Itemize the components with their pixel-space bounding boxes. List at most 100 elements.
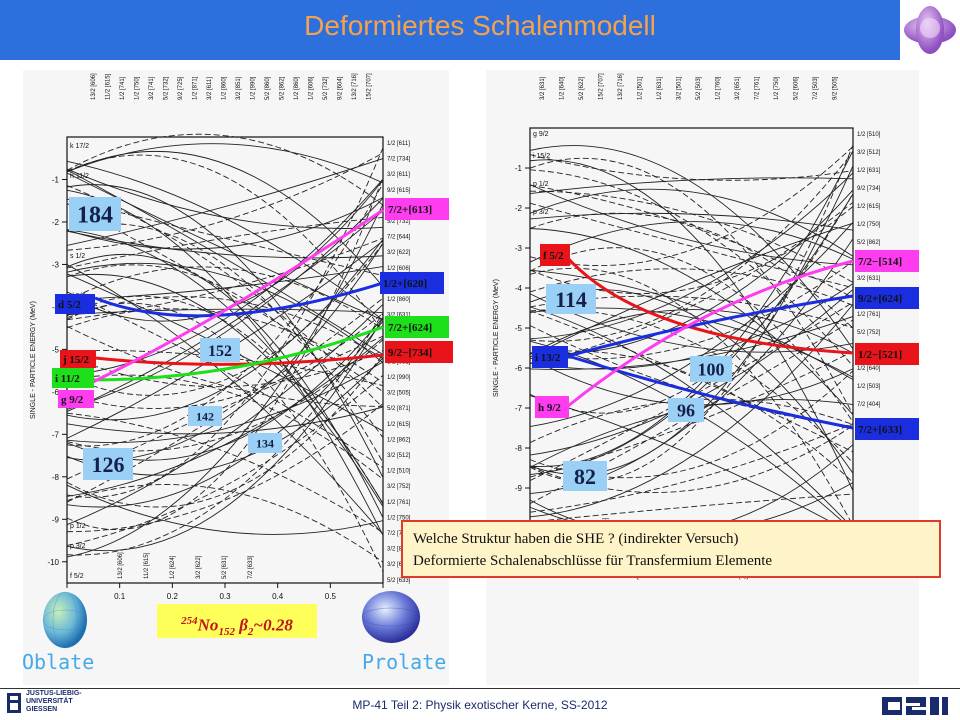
left-level-line	[66, 339, 384, 452]
left-right-orbital-label: 1/2 [862]	[387, 437, 411, 443]
left-level-line	[66, 262, 384, 364]
left-top-orbital-label: 11/2 [615]	[106, 73, 112, 100]
right-level-line	[529, 159, 854, 491]
right-top-orbital-label: 15/2 [707]	[599, 73, 605, 100]
right-level-line	[529, 228, 854, 416]
left-right-orbital-label: 5/2 [871]	[387, 406, 411, 412]
left-tag-9-2-734-box	[385, 341, 453, 363]
right-right-orbital-label: 1/2 [503]	[857, 384, 881, 390]
right-right-orbital-label: 3/2 [512]	[857, 150, 881, 156]
magic-100-label: 100	[698, 359, 725, 379]
magic-142-label: 142	[196, 409, 214, 423]
right-level-line	[529, 423, 854, 513]
right-tag-7-2-514-box	[855, 250, 919, 272]
right-orbital-f52-label: f 5/2	[543, 250, 564, 262]
left-top-orbital-label: 5/2 [732]	[323, 76, 329, 100]
question-callout: Welche Struktur haben die SHE ? (indirek…	[401, 520, 941, 578]
right-level-line	[529, 306, 854, 529]
left-top-orbital-label: 13/2 [716]	[352, 73, 358, 100]
right-ytick-label: -9	[515, 484, 523, 493]
nucleus-neutrons: 152	[218, 626, 235, 639]
left-level-line	[66, 297, 384, 503]
right-ytick-label: -2	[515, 204, 523, 213]
left-spherical-level-label: s 1/2	[70, 253, 85, 260]
left-ylabel: SINGLE - PARTICLE ENERGY (MeV)	[30, 301, 37, 419]
magic-152-label: 152	[208, 343, 232, 360]
right-ytick-label: -7	[515, 404, 523, 413]
magic-184-box	[69, 197, 121, 231]
right-right-orbital-label: 3/2 [631]	[857, 276, 881, 282]
left-top-orbital-label: 3/2 [741]	[149, 76, 155, 100]
right-level-line	[529, 301, 854, 482]
right-level-line	[529, 212, 854, 329]
left-level-line	[66, 198, 384, 276]
left-level-line	[66, 484, 384, 535]
right-top-orbital-label: 1/2 [640]	[560, 76, 566, 100]
right-right-orbital-label: 1/2 [615]	[857, 204, 881, 210]
right-level-line	[529, 169, 854, 367]
right-orbital-f52-box	[540, 244, 570, 266]
left-level-line	[66, 160, 384, 321]
right-top-orbital-label: 1/2 [631]	[657, 76, 663, 100]
left-tag-7-2-613-box	[385, 198, 449, 220]
left-level-line	[66, 237, 384, 321]
left-right-orbital-label: 1/2 [611]	[387, 141, 410, 147]
right-ytick-label: -3	[515, 244, 523, 253]
left-spherical-level-label: p 1/2	[70, 523, 86, 530]
left-orbital-i112-label: i 11/2	[55, 373, 80, 385]
left-level-line	[66, 143, 384, 184]
left-bottom-orbital-label: 3/2 [622]	[196, 555, 202, 579]
magic-184-label: 184	[77, 203, 113, 229]
right-top-orbital-label: 3/2 [501]	[677, 76, 683, 100]
left-spherical-level-label: f 5/2	[70, 573, 84, 580]
callout-line-2: Deformierte Schalenabschlüsse für Transf…	[413, 553, 773, 569]
left-level-line	[66, 337, 384, 497]
right-level-line	[529, 267, 854, 526]
right-tag-7-2-633-label: 7/2+[633]	[858, 424, 902, 436]
left-level-line	[66, 406, 384, 435]
left-right-orbital-label: 3/2 [752]	[387, 484, 411, 490]
left-right-orbital-label: 1/2 [606]	[387, 266, 411, 272]
left-level-line	[66, 354, 384, 508]
right-spherical-level-label: g 9/2	[533, 131, 549, 138]
left-level-line	[66, 176, 384, 530]
magic-134-label: 134	[256, 436, 274, 450]
left-level-line	[66, 403, 384, 533]
right-tag-7-2-633-box	[855, 418, 919, 440]
right-level-line	[529, 260, 854, 360]
left-tag-1-2-620-label: 1/2+[620]	[383, 278, 427, 290]
left-top-orbital-label: 1/2 [606]	[309, 76, 315, 100]
right-level-line	[529, 190, 854, 283]
right-top-orbital-label: 5/2 [622]	[579, 76, 585, 100]
left-right-orbital-label: 3/2 [622]	[387, 250, 411, 256]
right-right-orbital-label: 1/2 [631]	[857, 168, 881, 174]
left-level-line	[66, 183, 384, 447]
left-tag-7-2-624-box	[385, 316, 449, 338]
left-orbital-i112-box	[52, 368, 94, 388]
right-right-orbital-label: 1/2 [750]	[857, 222, 881, 228]
magic-100-box	[690, 356, 732, 382]
right-spherical-level-label: p 3/2	[533, 209, 549, 216]
left-orbital-g92-box	[58, 390, 94, 408]
left-orbital-d52-box	[55, 294, 95, 314]
magic-114-box	[546, 284, 596, 314]
left-right-orbital-label: 5/2 [633]	[387, 578, 411, 584]
left-level-line	[66, 317, 384, 552]
left-j152-curve	[94, 353, 384, 366]
right-orbital-h92-label: h 9/2	[538, 402, 561, 414]
left-g92-curve	[92, 208, 384, 384]
right-i132-upper-curve	[567, 294, 854, 358]
oblate-shape-icon	[42, 591, 88, 649]
gsi-logo-icon	[882, 697, 948, 715]
left-top-orbital-label: 1/2 [871]	[193, 76, 199, 100]
right-top-orbital-label: 7/2 [761]	[755, 76, 761, 100]
right-top-orbital-label: 3/2 [651]	[735, 76, 741, 100]
right-ytick-label: -6	[515, 364, 523, 373]
left-right-orbital-label: 9/2 [615]	[387, 188, 411, 194]
left-right-orbital-label: 1/2 [750]	[387, 515, 411, 521]
left-level-line	[66, 152, 384, 251]
left-level-line	[66, 239, 384, 421]
left-ytick-label: -10	[47, 558, 59, 567]
left-top-orbital-label: 1/2 [860]	[294, 76, 300, 100]
